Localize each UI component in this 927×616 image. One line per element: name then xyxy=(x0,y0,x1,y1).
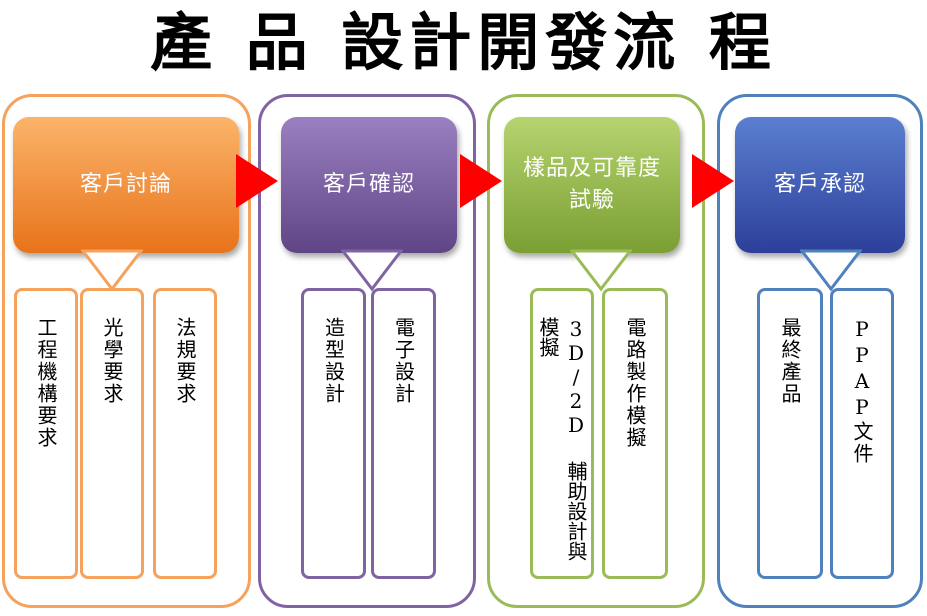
final-product: 最終產品 xyxy=(757,288,823,579)
requirement-optical: 光學要求 xyxy=(80,288,144,579)
stage-customer-approval: 客戶承認 最終產品 PPAP文件 xyxy=(717,94,923,608)
callout-pointer xyxy=(570,249,632,292)
stage-customer-discussion: 客戶討論 工程機構要求 光學要求 法規要求 xyxy=(2,94,251,608)
callout-pointer xyxy=(81,249,143,292)
ppap-document: PPAP文件 xyxy=(830,288,894,579)
stage-header: 樣品及可靠度試驗 xyxy=(504,117,680,253)
stage-header-label: 客戶討論 xyxy=(79,172,172,197)
callout-pointer xyxy=(341,249,403,292)
design-electronic: 電子設計 xyxy=(371,288,436,579)
stage-customer-confirmation: 客戶確認 造型設計 電子設計 xyxy=(258,94,476,608)
stage-sample-reliability-test: 樣品及可靠度試驗 3D/2D 輔助設計與模擬 電路製作模擬 xyxy=(487,94,705,608)
requirement-engineering-mechanism: 工程機構要求 xyxy=(14,288,78,579)
requirement-regulatory: 法規要求 xyxy=(153,288,217,579)
callout-pointer xyxy=(800,249,862,292)
stage-header: 客戶討論 xyxy=(13,117,239,253)
stage-header-label: 客戶承認 xyxy=(773,172,866,197)
cad-simulation: 3D/2D 輔助設計與模擬 xyxy=(530,288,594,579)
flow-arrow-3 xyxy=(692,154,734,208)
stage-header-label: 樣品及可靠度試驗 xyxy=(522,156,661,213)
stage-header: 客戶承認 xyxy=(735,117,905,253)
design-styling: 造型設計 xyxy=(301,288,366,579)
diagram-title: 產 品 設計開發流 程 xyxy=(150,6,777,79)
stage-header-label: 客戶確認 xyxy=(322,172,415,197)
stage-header: 客戶確認 xyxy=(281,117,457,253)
circuit-simulation: 電路製作模擬 xyxy=(602,288,668,579)
flow-arrow-1 xyxy=(236,154,278,208)
flow-arrow-2 xyxy=(460,154,502,208)
